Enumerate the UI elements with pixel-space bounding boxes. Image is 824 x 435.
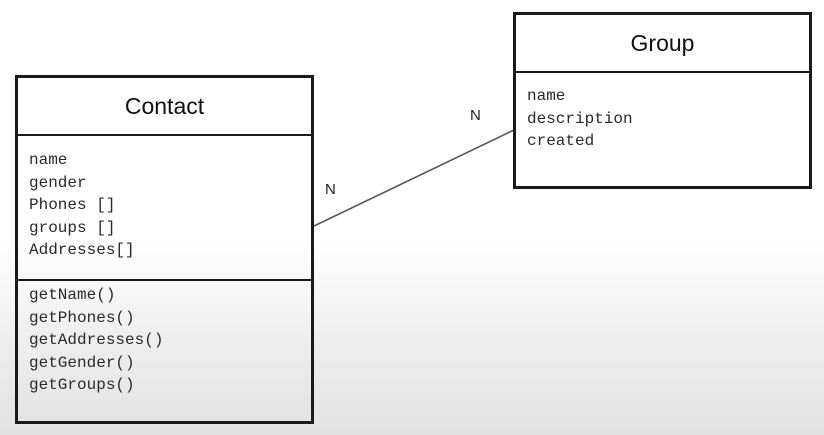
- group-class-name: Group: [516, 15, 809, 73]
- group-attribute: description: [527, 109, 633, 128]
- group-attribute: name: [527, 87, 566, 105]
- contact-attribute: Phones []: [29, 196, 116, 215]
- contact-method: getPhones(): [29, 308, 135, 327]
- contact-method: getGender(): [29, 353, 135, 372]
- group-attributes-section: name description created: [516, 73, 809, 153]
- group-class-box: Group name description created: [513, 12, 812, 189]
- contact-method: getGroups(): [29, 376, 135, 395]
- contact-methods-section: getName() getPhones() getAddresses() get…: [18, 281, 311, 397]
- contact-attribute: Addresses[]: [29, 241, 135, 260]
- contact-method: getAddresses(): [29, 331, 164, 350]
- contact-class-box: Contact name gender Phones [] groups [] …: [15, 75, 314, 424]
- contact-method: getName(): [29, 286, 116, 304]
- contact-attribute: name: [29, 151, 68, 169]
- contact-attributes-section: name gender Phones [] groups [] Addresse…: [18, 136, 311, 281]
- contact-class-name: Contact: [18, 78, 311, 136]
- contact-attribute: gender: [29, 173, 87, 192]
- group-multiplicity-label: N: [470, 107, 481, 124]
- group-attribute: created: [527, 132, 595, 151]
- contact-multiplicity-label: N: [325, 181, 336, 198]
- association-line: [313, 129, 515, 227]
- contact-attribute: groups []: [29, 218, 116, 237]
